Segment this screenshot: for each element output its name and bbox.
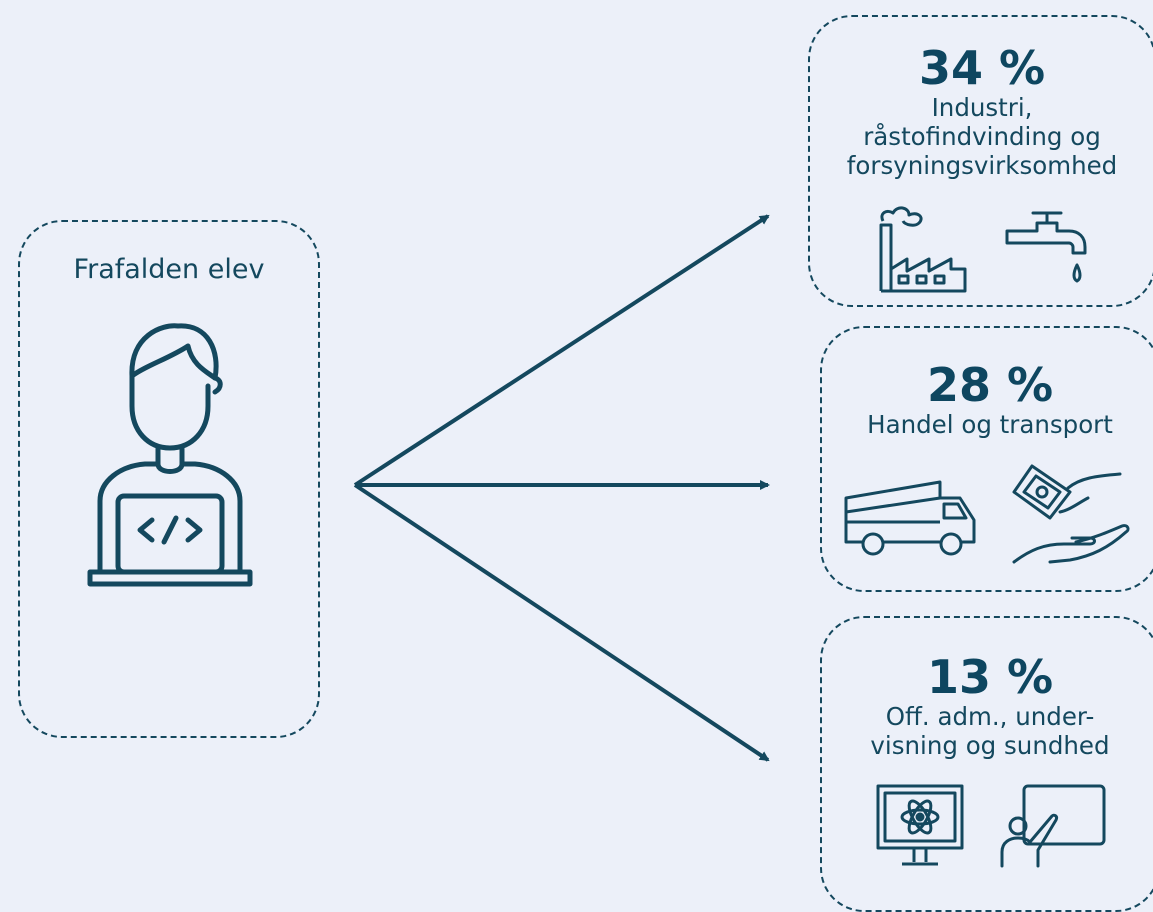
science-monitor-icon [876, 784, 964, 866]
percent-value: 28 % [926, 358, 1054, 412]
teacher-board-icon [1000, 784, 1106, 868]
water-tap-icon [1005, 211, 1087, 283]
percent-value: 34 % [918, 41, 1046, 95]
category-box-trade-transport: 28 % Handel og transport [820, 326, 1153, 592]
category-label: Industri, råstofindvinding og forsynings… [846, 93, 1118, 180]
category-box-public-education-health: 13 % Off. adm., under- visning og sundhe… [820, 616, 1153, 912]
student-label: Frafalden elev [73, 254, 265, 285]
percent-value: 13 % [926, 650, 1054, 704]
category-box-industry: 34 % Industri, råstofindvinding og forsy… [808, 15, 1153, 307]
dump-truck-icon [844, 480, 976, 556]
category-label: Off. adm., under- visning og sundhed [870, 702, 1110, 760]
arrow-to-public [353, 483, 770, 762]
dropout-student-box: Frafalden elev [18, 220, 320, 738]
programmer-laptop-icon [87, 323, 253, 587]
money-payment-icon [1012, 464, 1130, 564]
arrow-to-industry [353, 214, 770, 487]
category-label: Handel og transport [867, 410, 1113, 439]
factory-icon [879, 206, 967, 293]
